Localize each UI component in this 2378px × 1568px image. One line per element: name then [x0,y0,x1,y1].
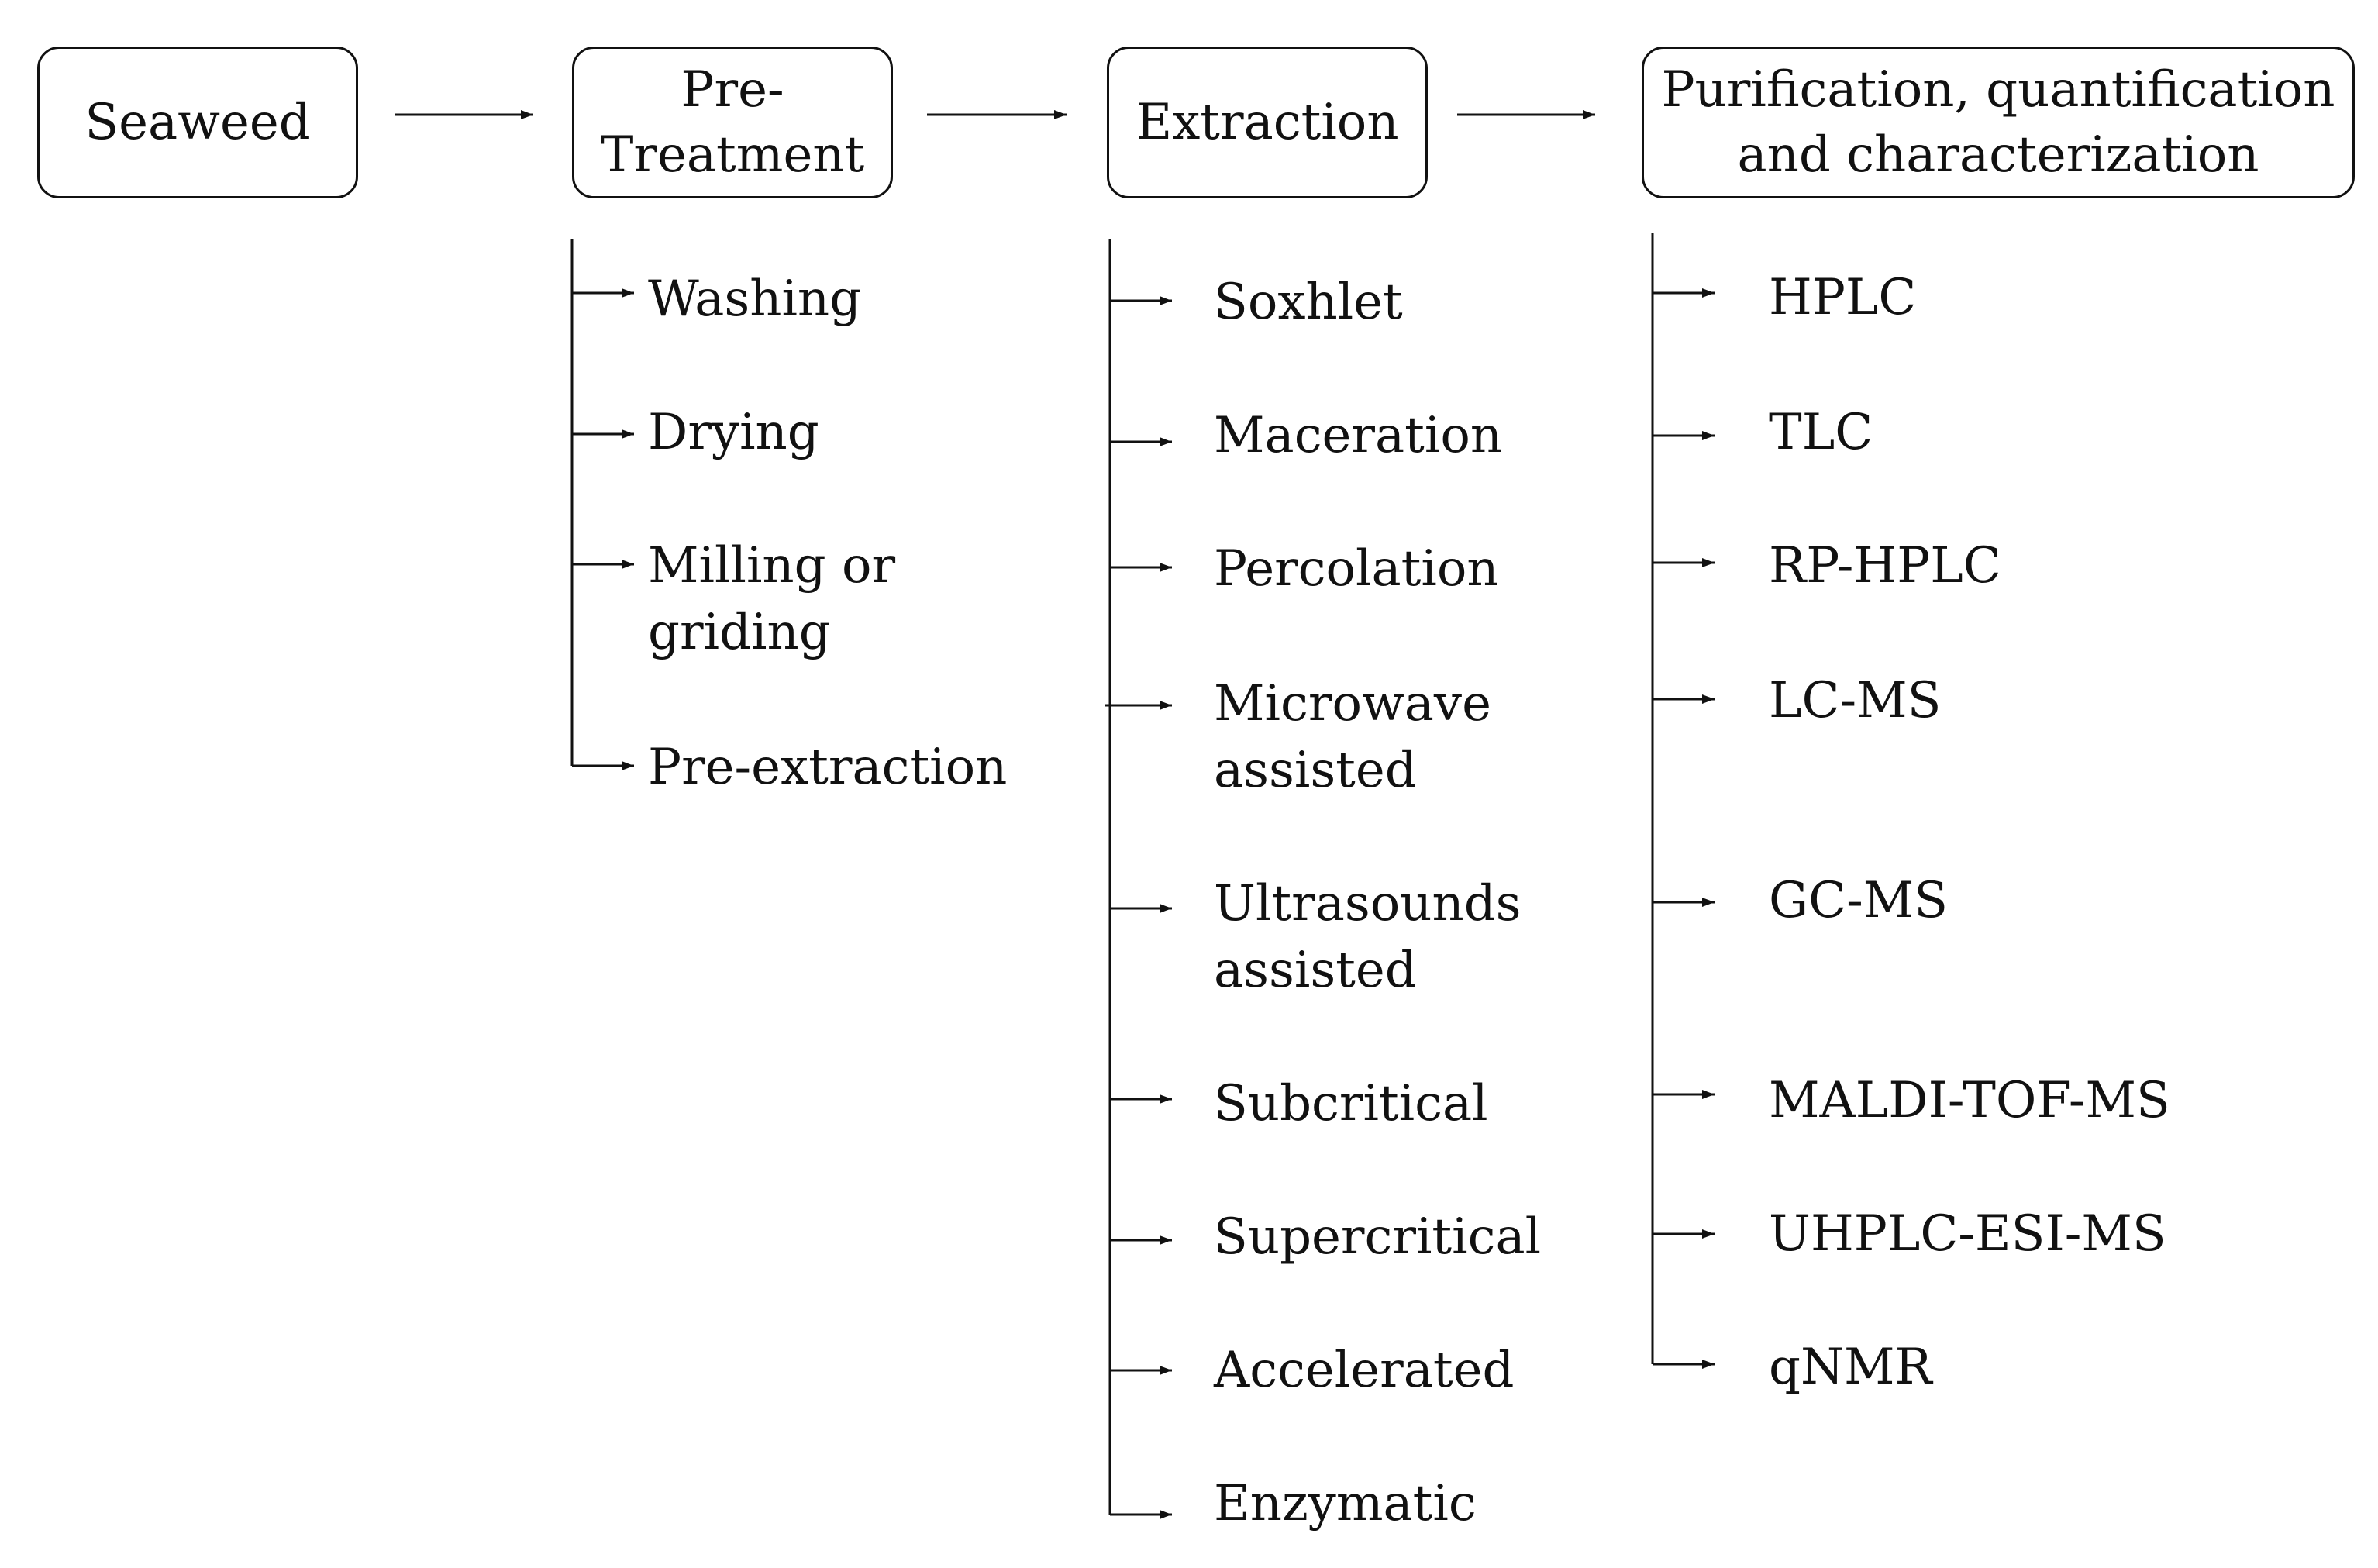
analysis-method-lc-ms: LC-MS [1769,672,1942,729]
stage-extraction-label: Extraction [1136,93,1399,151]
analysis-method-hplc: HPLC [1769,269,1917,326]
stage-seaweed-label: Seaweed [84,93,311,151]
stage-purification-label: Purification, quantification and charact… [1661,60,2335,184]
pretreatment-step-pre-extraction: Pre-extraction [648,739,1008,796]
extraction-method-enzymatic: Enzymatic [1214,1475,1477,1532]
pretreatment-step-washing: Washing [648,271,862,328]
stage-seaweed: Seaweed [37,47,358,198]
analysis-method-rp-hplc: RP-HPLC [1769,537,2001,594]
analysis-method-maldi-tof-ms: MALDI-TOF-MS [1769,1072,2170,1129]
stage-purification: Purification, quantification and charact… [1642,47,2355,198]
stage-extraction: Extraction [1107,47,1428,198]
stage-pretreatment: Pre- Treatment [572,47,893,198]
analysis-method-uhplc-esi-ms: UHPLC-ESI-MS [1769,1205,2166,1263]
analysis-method-qnmr: qNMR [1769,1339,1932,1396]
extraction-method-accelerated: Accelerated [1214,1342,1515,1399]
analysis-method-tlc: TLC [1769,404,1873,461]
pretreatment-step-drying: Drying [648,404,819,461]
stage-pretreatment-label: Pre- Treatment [600,60,865,184]
extraction-method-soxhlet: Soxhlet [1214,274,1403,331]
extraction-method-ultrasounds: Ultrasounds assisted [1214,875,1522,999]
extraction-method-maceration: Maceration [1214,407,1503,464]
extraction-method-percolation: Percolation [1214,540,1499,598]
extraction-method-subcritical: Subcritical [1214,1075,1488,1132]
pretreatment-step-milling: Milling or griding [648,537,896,661]
extraction-method-supercritical: Supercritical [1214,1208,1542,1266]
analysis-method-gc-ms: GC-MS [1769,872,1949,929]
extraction-method-microwave: Microwave assisted [1214,675,1491,799]
